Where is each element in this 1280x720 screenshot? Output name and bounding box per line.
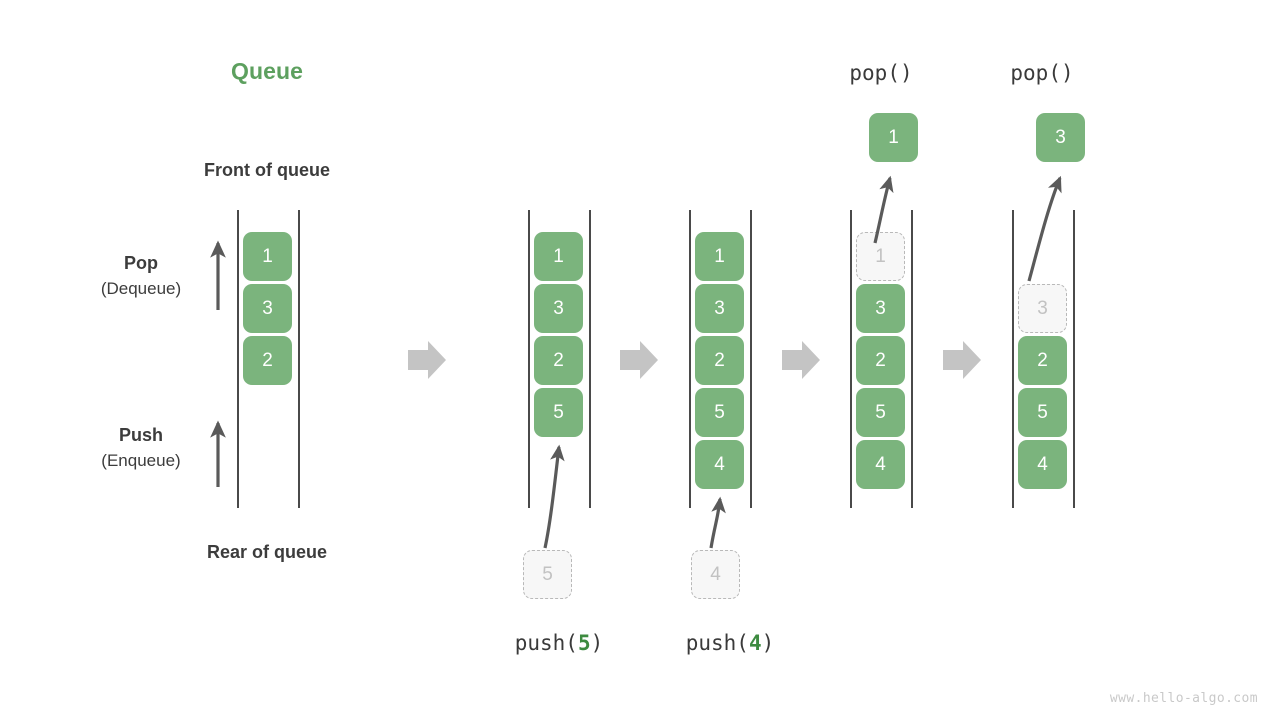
queue-cell: 2 xyxy=(856,336,905,385)
queue-cell: 4 xyxy=(1018,440,1067,489)
transition-arrow xyxy=(408,341,446,379)
rail-left-pop3 xyxy=(1012,210,1014,508)
caption-suffix: ) xyxy=(761,631,775,655)
operation-caption-pop3: pop() xyxy=(1010,61,1074,85)
queue-cell: 3 xyxy=(695,284,744,333)
site-watermark: www.hello-algo.com xyxy=(1109,691,1258,706)
queue-cell: 4 xyxy=(856,440,905,489)
push-label-sub: (Enqueue) xyxy=(101,451,181,470)
rail-right-push4 xyxy=(750,210,752,508)
queue-cell: 3 xyxy=(856,284,905,333)
transition-arrow xyxy=(782,341,820,379)
queue-cell: 1 xyxy=(695,232,744,281)
popped-element: 3 xyxy=(1036,113,1085,162)
rail-left-initial xyxy=(237,210,239,508)
transition-arrow xyxy=(620,341,658,379)
queue-cell: 5 xyxy=(534,388,583,437)
rail-left-pop1 xyxy=(850,210,852,508)
pop-operation-label: Pop (Dequeue) xyxy=(56,251,226,301)
push-label-main: Push xyxy=(118,425,163,445)
queue-cell: 5 xyxy=(856,388,905,437)
queue-cell: 4 xyxy=(695,440,744,489)
pop-label-main: Pop xyxy=(124,253,158,273)
transition-arrow xyxy=(943,341,981,379)
rail-right-pop1 xyxy=(911,210,913,508)
queue-cell: 2 xyxy=(534,336,583,385)
operation-caption-push5: push(5) xyxy=(469,631,649,655)
rail-left-push5 xyxy=(528,210,530,508)
pop-motion-arrow-3 xyxy=(1027,175,1062,282)
queue-cell: 2 xyxy=(243,336,292,385)
caption-arg: 4 xyxy=(748,631,762,655)
popped-element: 1 xyxy=(869,113,918,162)
push-motion-arrow-5 xyxy=(543,444,565,549)
pop-label-sub: (Dequeue) xyxy=(100,279,182,298)
caption-prefix: push( xyxy=(685,631,749,655)
rail-right-push5 xyxy=(589,210,591,508)
incoming-element-ghost: 5 xyxy=(523,550,572,599)
queue-cell: 1 xyxy=(534,232,583,281)
operation-caption-pop1: pop() xyxy=(849,61,913,85)
rail-right-initial xyxy=(298,210,300,508)
operation-caption-push4: push(4) xyxy=(640,631,820,655)
queue-cell: 3 xyxy=(534,284,583,333)
push-operation-label: Push (Enqueue) xyxy=(56,423,226,473)
queue-cell: 5 xyxy=(1018,388,1067,437)
queue-cell: 2 xyxy=(695,336,744,385)
queue-cell: 1 xyxy=(243,232,292,281)
queue-cell: 3 xyxy=(243,284,292,333)
rear-of-queue-label: Rear of queue xyxy=(206,542,328,562)
caption-prefix: push( xyxy=(514,631,578,655)
queue-cell-vacated: 3 xyxy=(1018,284,1067,333)
caption-suffix: ) xyxy=(590,631,604,655)
queue-cell: 2 xyxy=(1018,336,1067,385)
page-title: Queue xyxy=(230,58,304,84)
push-motion-arrow-4 xyxy=(709,496,726,549)
rail-right-pop3 xyxy=(1073,210,1075,508)
caption-arg: 5 xyxy=(577,631,591,655)
incoming-element-ghost: 4 xyxy=(691,550,740,599)
queue-cell-vacated: 1 xyxy=(856,232,905,281)
queue-cell: 5 xyxy=(695,388,744,437)
front-of-queue-label: Front of queue xyxy=(204,160,330,180)
rail-left-push4 xyxy=(689,210,691,508)
